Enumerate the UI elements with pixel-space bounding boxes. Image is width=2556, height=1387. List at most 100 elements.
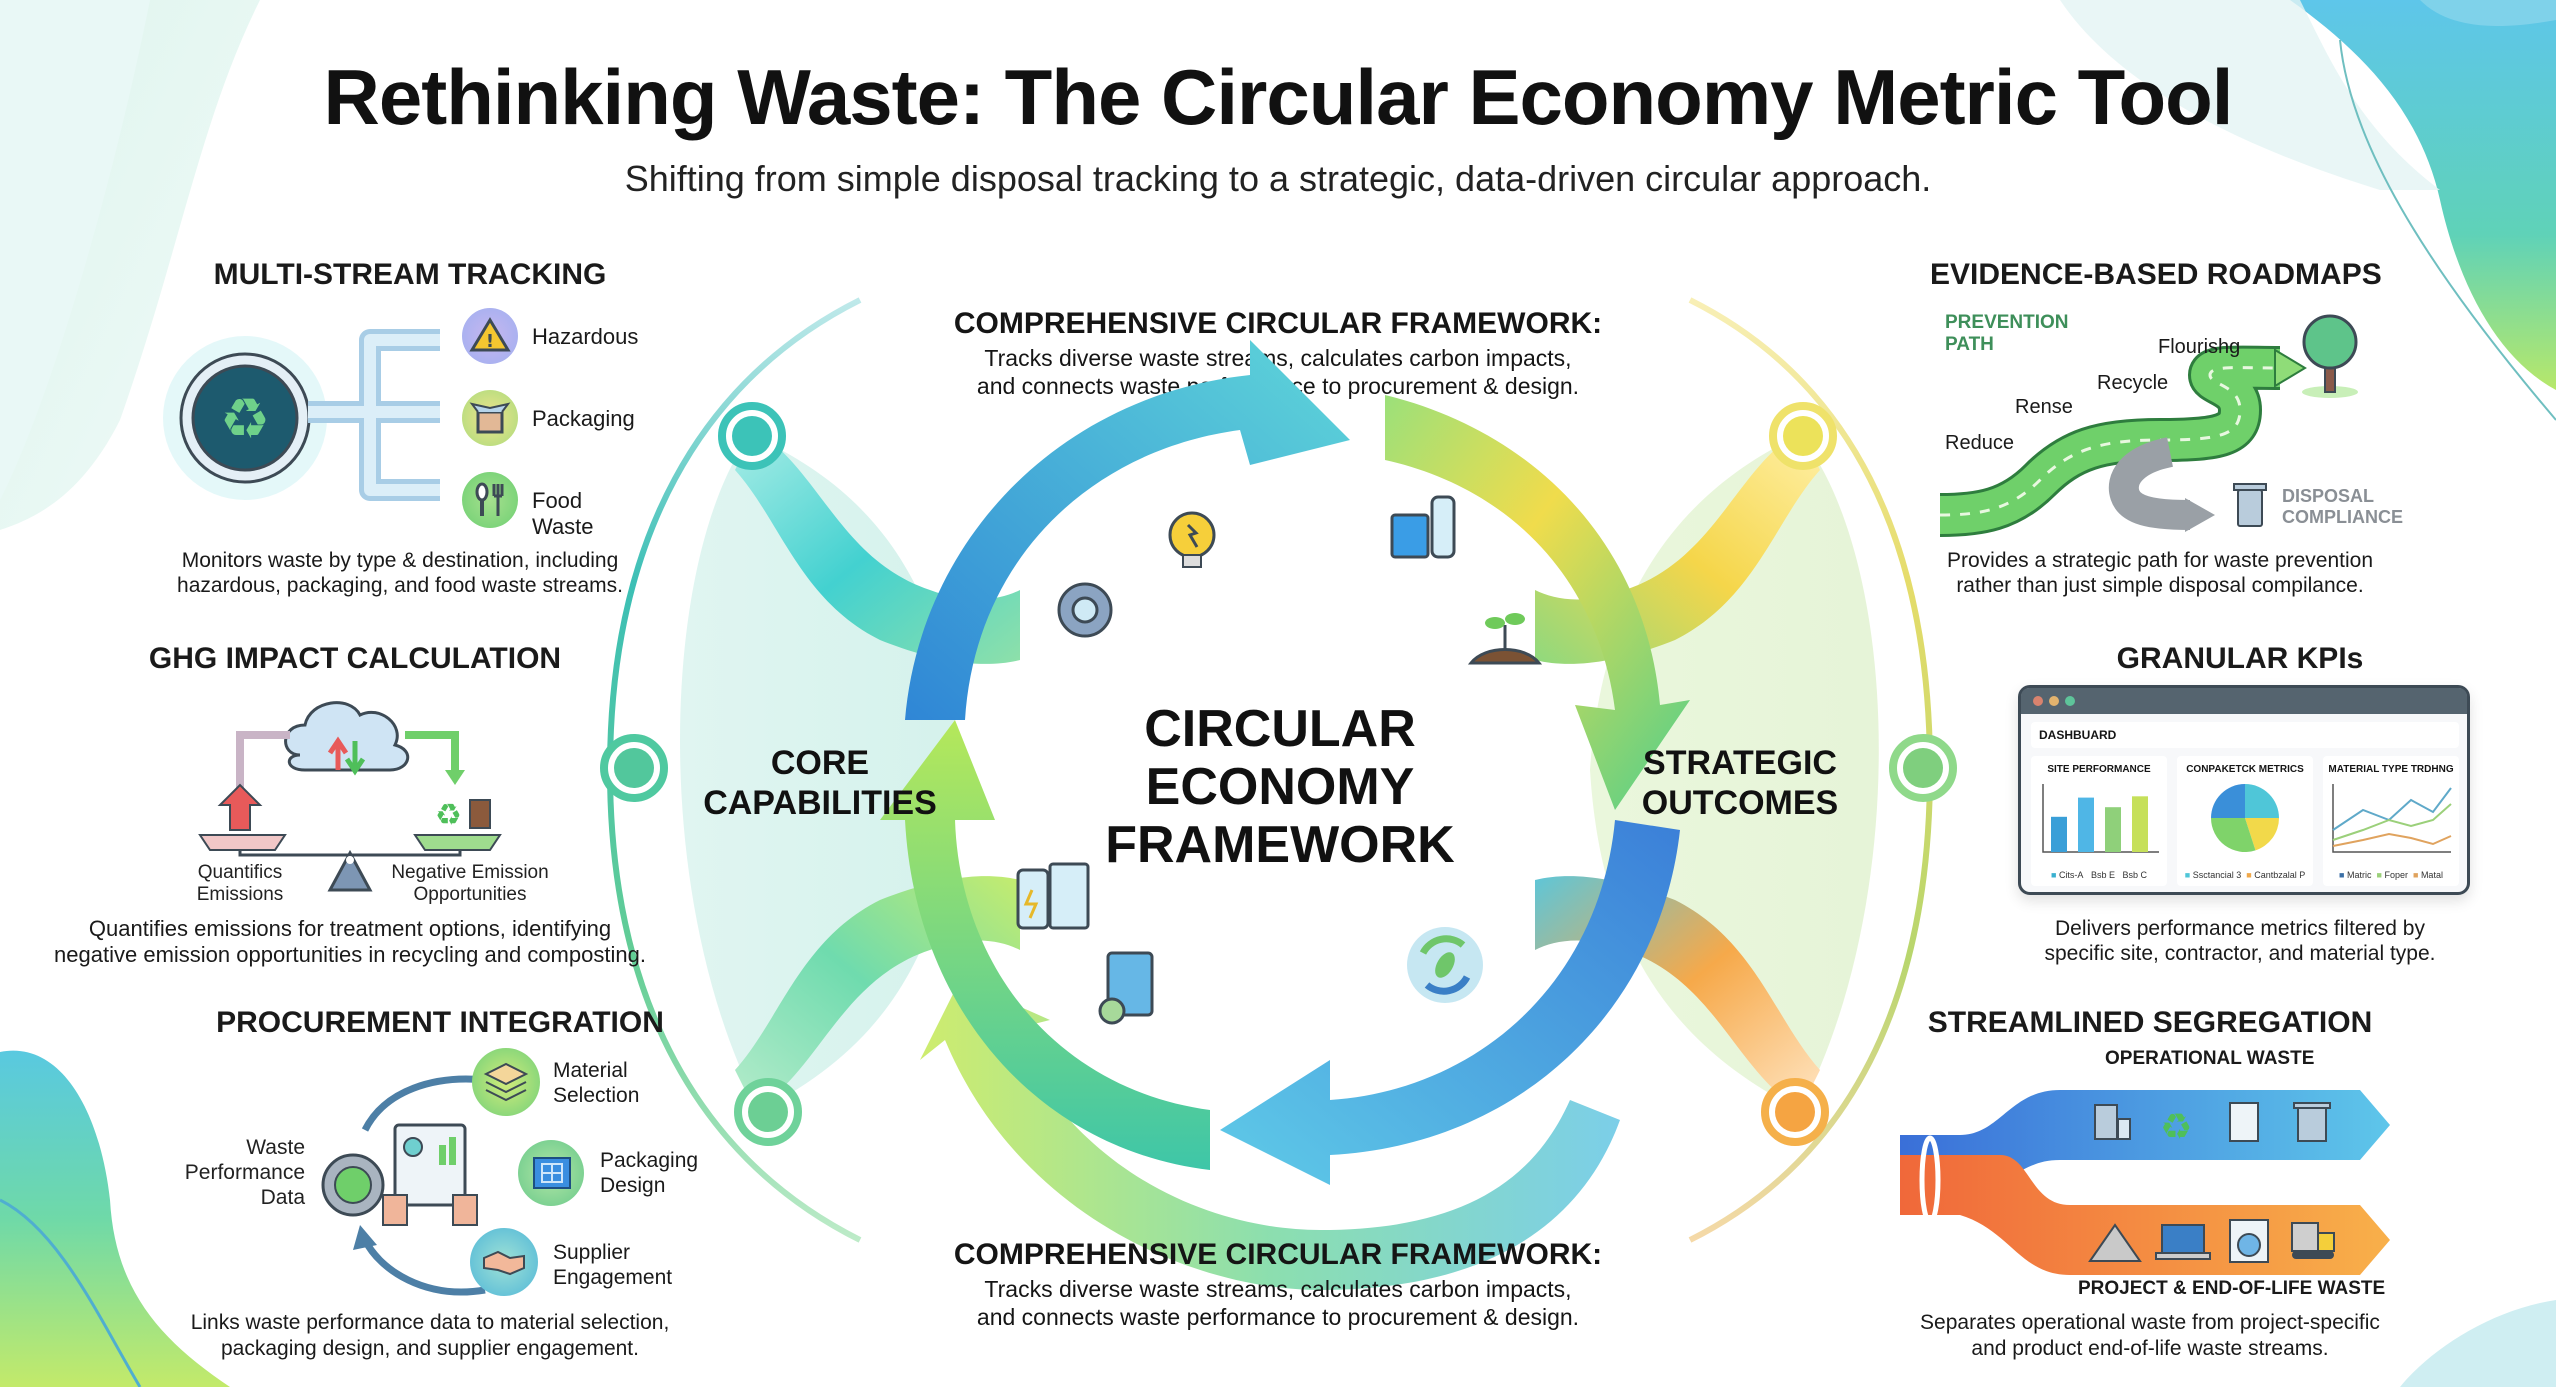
legend-item: Matal xyxy=(2420,870,2443,880)
quantifies-emissions-label: Quantifics Emissions xyxy=(180,862,300,906)
framework-bottom-line2: and connects waste performance to procur… xyxy=(976,1304,1580,1330)
hub-line-3: FRAMEWORK xyxy=(1105,816,1455,874)
washing-machine-icon xyxy=(2229,1219,2269,1263)
report-tablet-icon xyxy=(382,1123,478,1226)
waste-performance-data-label: Waste Performance Data xyxy=(170,1135,305,1210)
hazard-icon: ! xyxy=(462,308,518,364)
pie-slice xyxy=(2245,784,2279,818)
source-line-1: Waste xyxy=(246,1136,305,1159)
certified-document-icon xyxy=(1098,951,1154,1025)
cutlery-icon xyxy=(462,472,518,528)
prevention-path-label: PREVENTION PATH xyxy=(1945,312,2069,355)
strategic-outcomes-label: STRATEGIC OUTCOMES xyxy=(1620,743,1860,823)
multi-stream-title: MULTI-STREAM TRACKING xyxy=(213,258,607,291)
source-line-3: Data xyxy=(260,1186,305,1209)
supplier-line-2: Engagement xyxy=(553,1266,673,1289)
dashboard-window: DASHBUARD SITE PERFORMANCE ■ Cits-A Bsb … xyxy=(2018,685,2470,895)
site-bar xyxy=(2078,797,2094,852)
panel-title: SITE PERFORMANCE xyxy=(2047,764,2151,775)
ring-arrow-bottom-right xyxy=(1220,820,1680,1185)
contractor-legend: ■ Ssctancial 3 ■ Cantbzalal P xyxy=(2184,870,2306,880)
legend-item: Bsb C xyxy=(2122,870,2147,880)
segregation-streams: ♻ xyxy=(1900,1090,2390,1275)
pie-slice xyxy=(2245,818,2279,851)
prevention-road xyxy=(1940,345,2307,537)
site-bar xyxy=(2051,816,2067,852)
legend-item: Cits-A xyxy=(2058,870,2084,880)
battery-document-icon xyxy=(1016,862,1090,930)
node-bottom-left xyxy=(734,1078,802,1146)
window-dot-red xyxy=(2033,696,2043,706)
legend-item: Foper xyxy=(2384,870,2408,880)
material-line-1: Material xyxy=(553,1059,628,1082)
node-top-right xyxy=(1769,402,1837,470)
ghg-desc-1: Quantifies emissions for treatment optio… xyxy=(88,916,612,941)
framework-bottom-line1: Tracks diverse waste streams, calculates… xyxy=(984,1276,1572,1302)
site-bar xyxy=(2132,796,2148,852)
hub-label: CIRCULAR ECONOMY FRAMEWORK xyxy=(1080,700,1480,874)
node-supplier-engagement: Supplier Engagement xyxy=(553,1240,672,1290)
roadmaps-desc-2: rather than just simple disposal compila… xyxy=(1956,574,2364,597)
packaging-line-2: Design xyxy=(600,1174,666,1197)
pie-slice xyxy=(2211,784,2245,818)
procurement-desc-2: packaging design, and supplier engagemen… xyxy=(221,1337,639,1360)
recycle-icon: ♻ xyxy=(220,387,270,452)
panel-title: MATERIAL TYPE TRDHNG xyxy=(2328,764,2454,775)
roadmaps-title: EVIDENCE-BASED ROADMAPS xyxy=(1930,258,2382,291)
segregation-title: STREAMLINED SEGREGATION xyxy=(1927,1006,2373,1039)
project-eol-waste-label: PROJECT & END-OF-LIFE WASTE xyxy=(2078,1278,2386,1299)
recycle-bin-icon: ♻ xyxy=(435,798,491,833)
kpis-desc-1: Delivers performance metrics filtered by xyxy=(2055,917,2425,940)
negative-emission-label: Negative Emission Opportunities xyxy=(380,862,560,906)
panel-contractor-metrics: CONPAKETCK METRICS ■ Ssctancial 3 ■ Cant… xyxy=(2177,756,2313,886)
scale-fulcrum-icon xyxy=(327,849,373,892)
disposal-line-1: DISPOSAL xyxy=(2282,486,2375,506)
site-legend: ■ Cits-A Bsb E Bsb C xyxy=(2050,870,2147,880)
window-dot-yellow xyxy=(2049,696,2059,706)
step-rense: Rense xyxy=(2015,396,2073,418)
seedling-icon xyxy=(1467,613,1543,665)
negative-line-2: Opportunities xyxy=(413,884,527,905)
packaging-line-1: Packaging xyxy=(600,1149,699,1172)
operational-stream xyxy=(1900,1090,2390,1180)
operational-waste-label: OPERATIONAL WASTE xyxy=(2105,1048,2315,1069)
trash-can-icon xyxy=(2293,1102,2331,1142)
recycle-icon: ♻ xyxy=(2160,1107,2192,1148)
site-bar xyxy=(2105,807,2121,852)
svg-text:♻: ♻ xyxy=(220,387,270,452)
roadmaps-desc-1: Provides a strategic path for waste prev… xyxy=(1946,549,2374,572)
panel-material-trending: MATERIAL TYPE TRDHNG ■ Matric ■ Foper ■ … xyxy=(2323,756,2459,886)
material-line-2: Selection xyxy=(553,1084,640,1107)
truck-icon xyxy=(2291,1222,2335,1259)
step-recycle: Recycle xyxy=(2097,372,2169,394)
hub-line-2: ECONOMY xyxy=(1145,758,1415,816)
bin-bottle-icon xyxy=(2094,1104,2131,1140)
arrow-up-icon xyxy=(217,783,263,831)
page-subtitle: Shifting from simple disposal tracking t… xyxy=(624,158,1932,199)
ring-arrow-top-left xyxy=(905,340,1350,720)
step-reduce: Reduce xyxy=(1945,432,2014,454)
svg-text:♻: ♻ xyxy=(2160,1107,2192,1148)
emission-scale-diagram: ♻ xyxy=(198,701,502,892)
gear-icon xyxy=(1057,582,1113,638)
series-metric xyxy=(2332,787,2452,831)
handshake-icon xyxy=(470,1228,538,1296)
bag-and-bottle-icon xyxy=(1390,495,1456,559)
material-layers-icon xyxy=(472,1048,540,1116)
core-line-1: CORE xyxy=(770,744,870,782)
node-bottom-right xyxy=(1761,1078,1829,1146)
hub-line-1: CIRCULAR xyxy=(1144,700,1416,758)
panel-site-performance: SITE PERFORMANCE ■ Cits-A Bsb E Bsb C xyxy=(2031,756,2167,886)
multi-stream-desc-1: Monitors waste by type & destination, in… xyxy=(181,549,619,572)
svg-text:!: ! xyxy=(486,331,494,352)
procurement-cycle xyxy=(321,1068,505,1296)
page-title: Rethinking Waste: The Circular Economy M… xyxy=(323,53,2234,141)
pipe-ring xyxy=(1919,1135,1941,1225)
site-bar-chart xyxy=(2042,784,2159,853)
dashboard-header: DASHBUARD xyxy=(2031,722,2459,748)
svg-text:♻: ♻ xyxy=(435,798,462,833)
legend-item: Bsb E xyxy=(2090,870,2115,880)
trash-icon xyxy=(2233,483,2267,527)
kpis-title: GRANULAR KPIs xyxy=(2116,642,2364,675)
